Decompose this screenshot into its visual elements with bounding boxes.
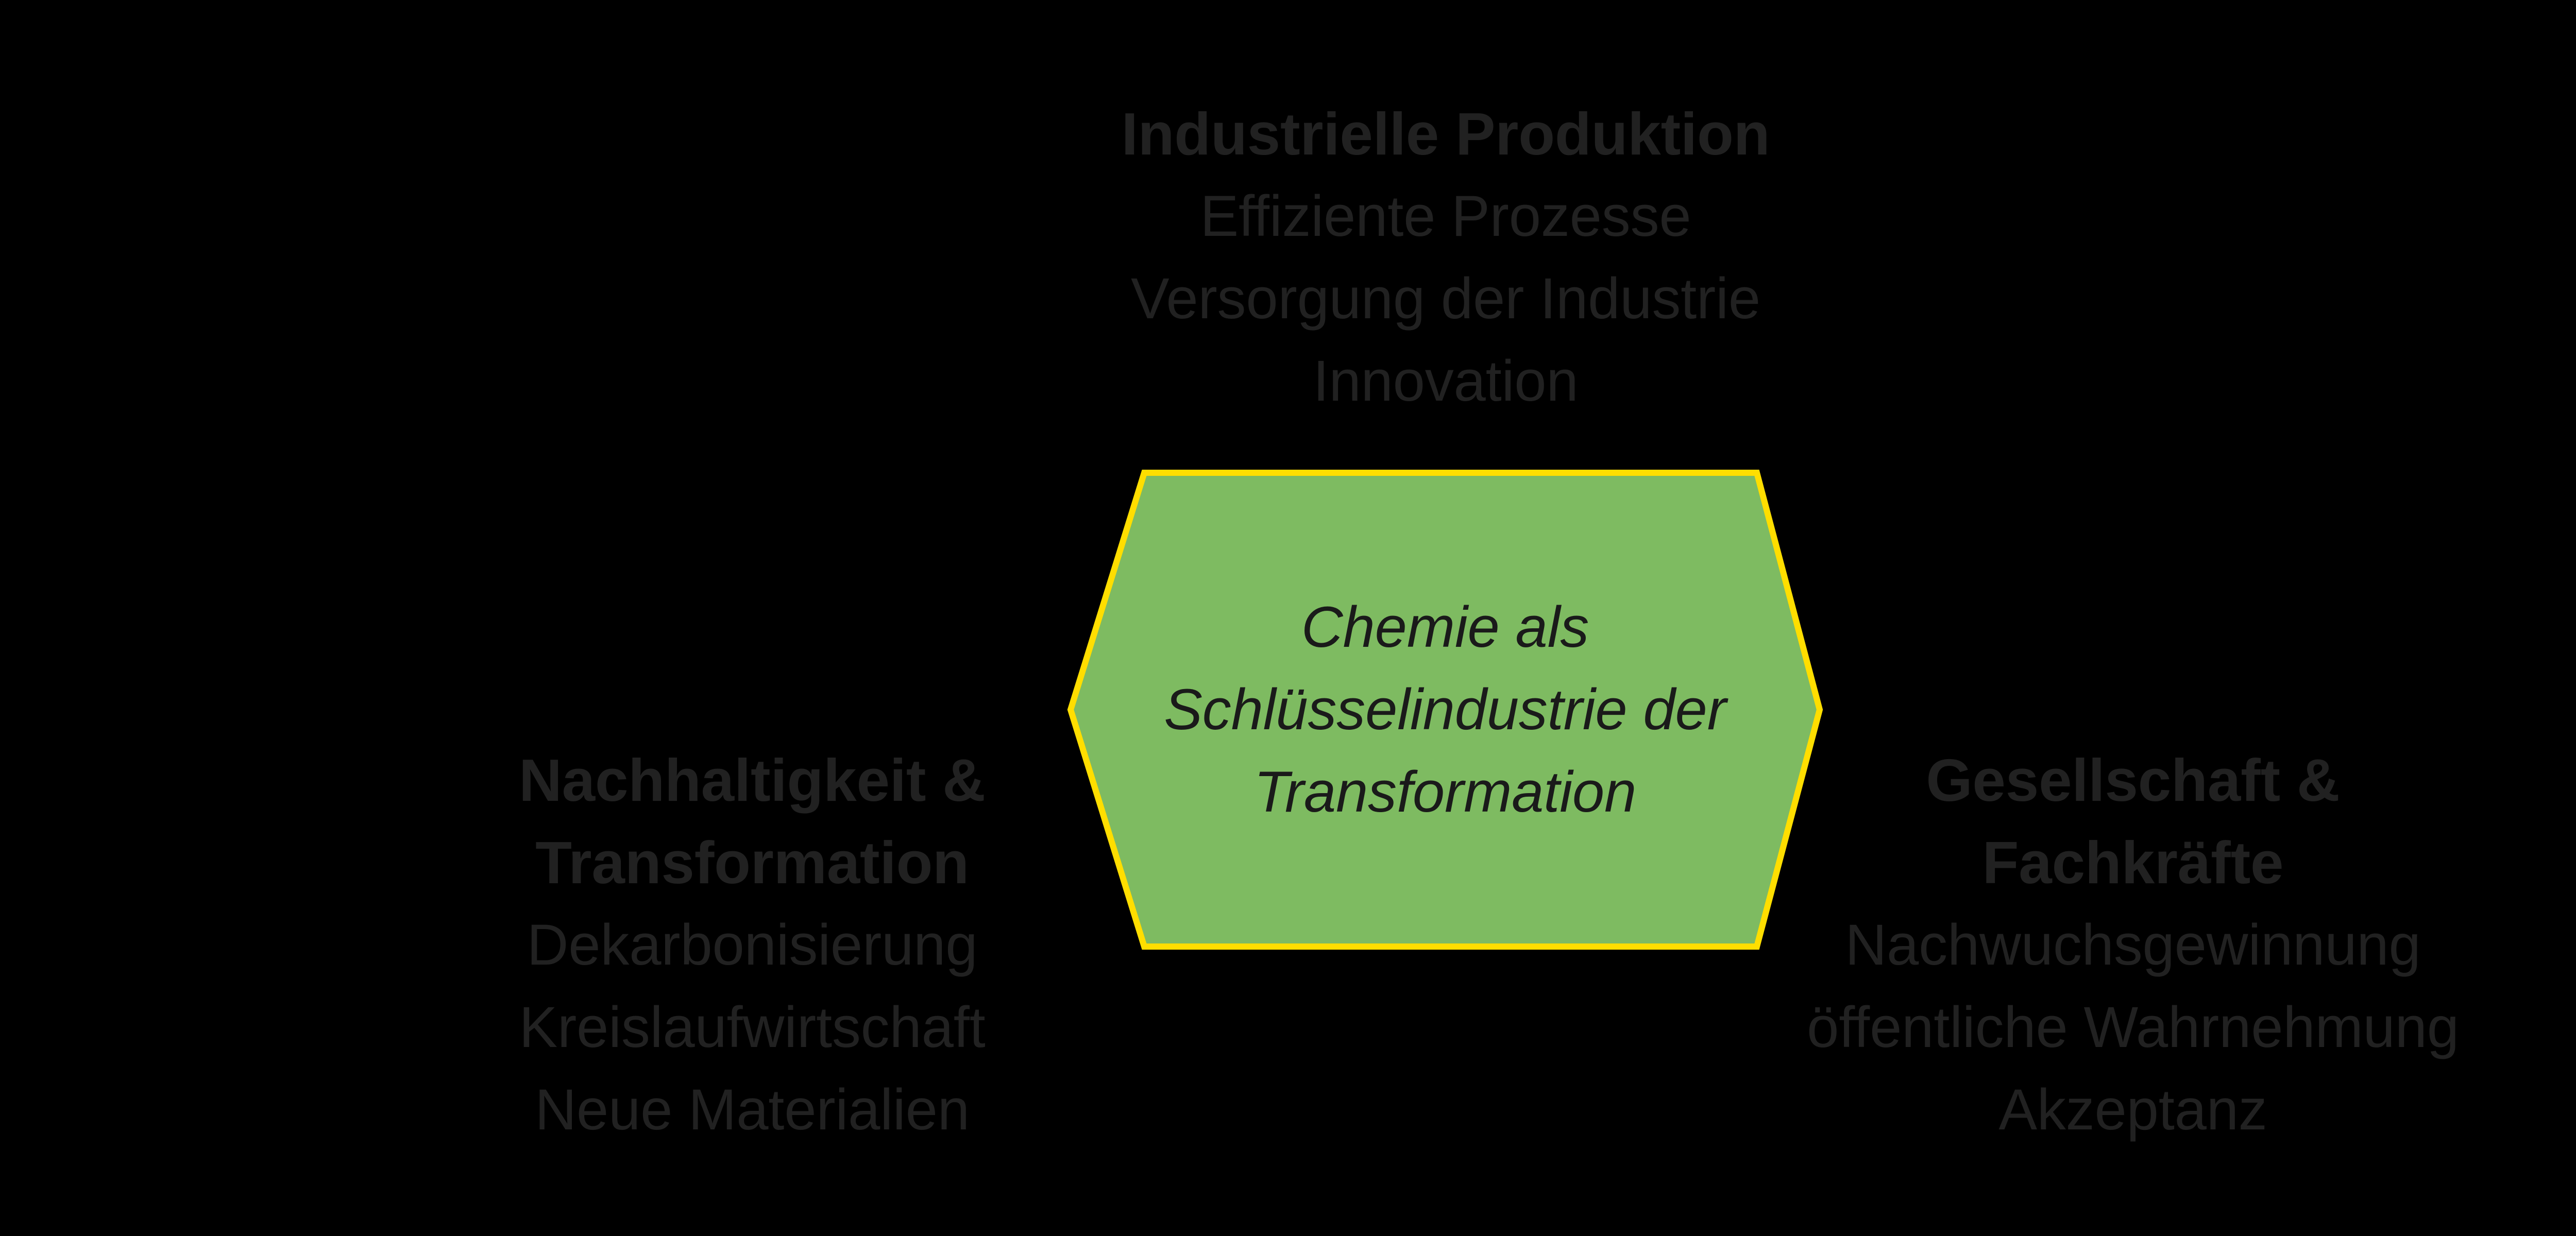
group-title: Transformation [535,829,969,896]
hexagon-label-line: Schlüsselindustrie der [1164,677,1726,742]
group-item: Nachwuchsgewinnung [1845,913,2421,977]
group-item: Akzeptanz [1998,1077,2267,1142]
group-title: Gesellschaft & [1926,747,2340,814]
group-item: Versorgung der Industrie [1131,266,1760,331]
group-item: Effiziente Prozesse [1200,184,1691,248]
group-title: Nachhaltigkeit & [519,747,986,814]
group-nachhaltigkeit-transformation: Nachhaltigkeit & Transformation Dekarbon… [519,739,986,1151]
group-item: öffentliche Wahrnehmung [1807,995,2459,1059]
group-item: Kreislaufwirtschaft [519,995,986,1059]
group-item: Neue Materialien [535,1077,970,1142]
hexagon-shape [1067,470,1823,950]
group-item: Innovation [1313,349,1579,413]
hexagon-label-line: Transformation [1253,760,1637,824]
group-industrielle-produktion: Industrielle Produktion Effiziente Proze… [1122,93,1770,422]
group-item: Dekarbonisierung [527,913,978,977]
group-title: Fachkräfte [1982,829,2284,896]
group-title: Industrielle Produktion [1121,100,1770,167]
hexagon-label: Chemie als Schlüsselindustrie der Transf… [1071,473,1820,947]
hexagon-label-line: Chemie als [1301,595,1589,659]
group-gesellschaft-fachkraefte: Gesellschaft & Fachkräfte Nachwuchsgewin… [1807,739,2459,1151]
